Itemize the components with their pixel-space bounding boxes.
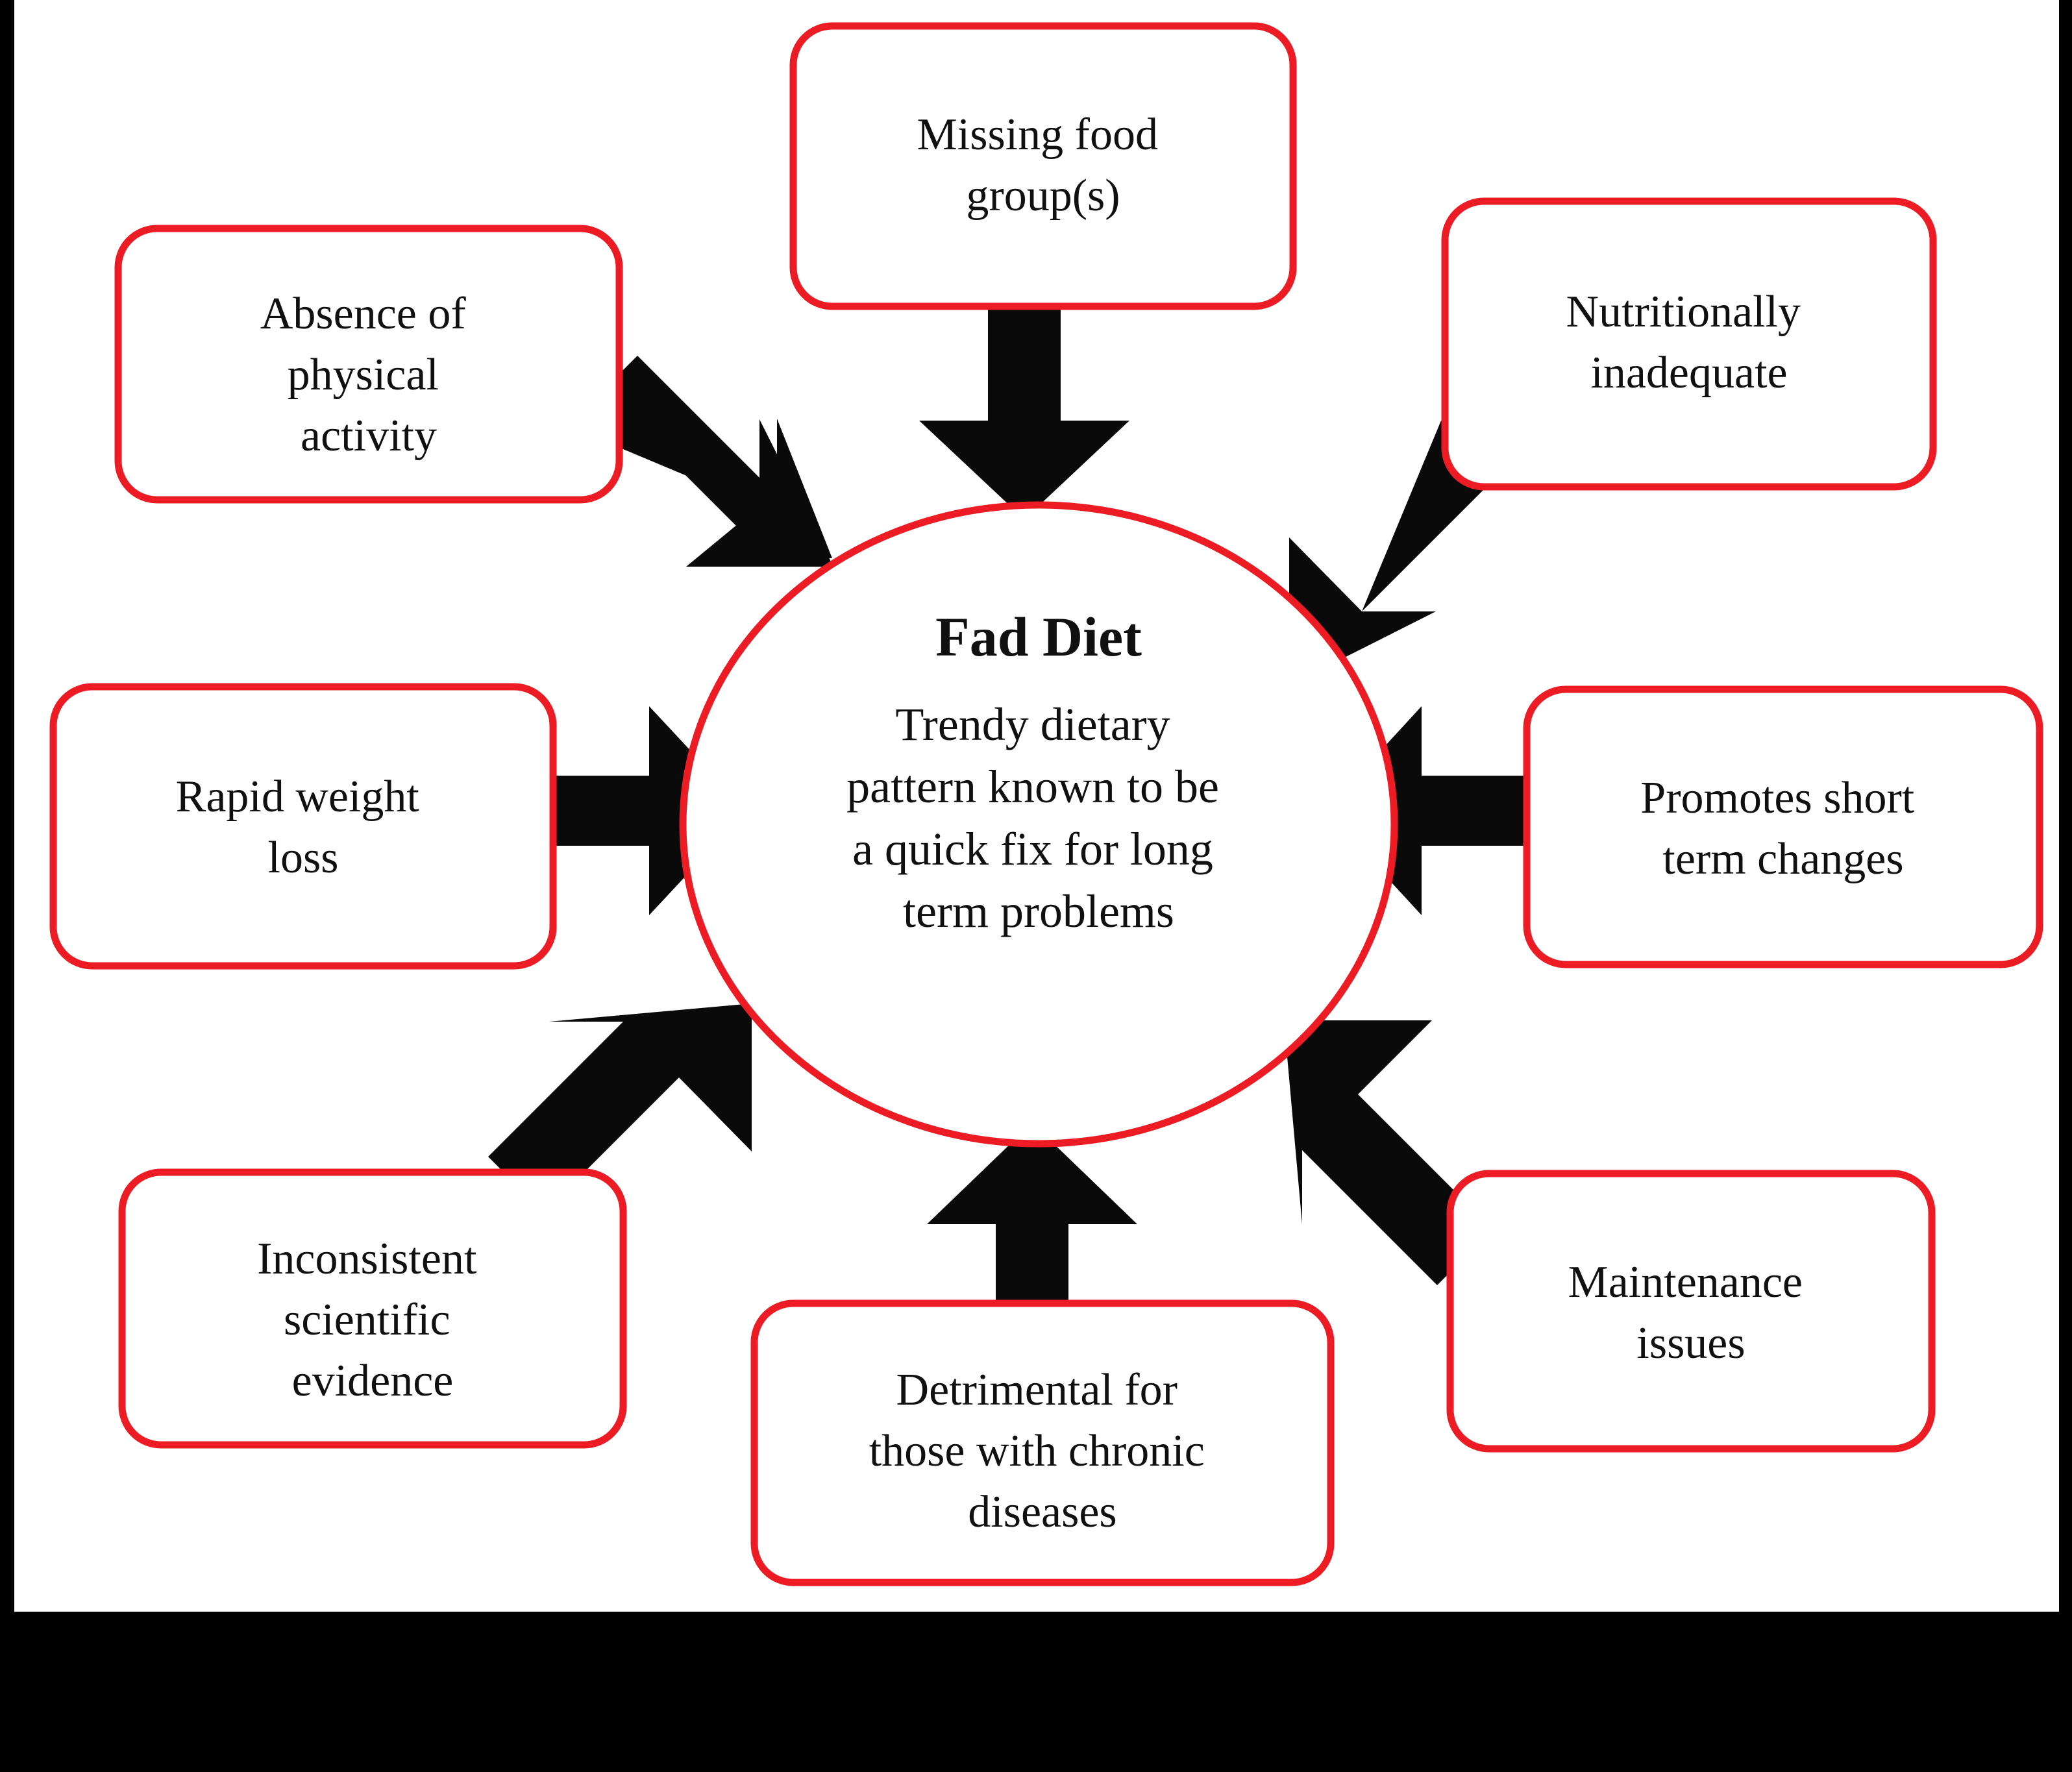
arrow-detrimental-chronic-diseases [927, 1123, 1137, 1305]
center-description-line: a quick fix for long [852, 823, 1213, 875]
node-label-line: inadequate [1590, 348, 1787, 398]
center-node-ellipse [679, 501, 1398, 1148]
node-detrimental-chronic-diseases[interactable]: Detrimental for those with chronic disea… [750, 1299, 1335, 1586]
node-box[interactable] [114, 225, 623, 504]
node-label: Inconsistent scientific evidence [257, 1234, 488, 1406]
node-label-line: Inconsistent [257, 1234, 477, 1284]
node-label: Promotes short term changes [1640, 773, 1925, 884]
node-box[interactable] [1523, 685, 2043, 968]
node-missing-food-groups[interactable]: Missing food group(s) [789, 22, 1297, 310]
node-label-line: Maintenance [1568, 1257, 1803, 1307]
node-label-line: Missing food [917, 110, 1158, 160]
node-label-line: those with chronic [869, 1426, 1205, 1476]
node-label-line: term changes [1662, 834, 1903, 884]
node-rapid-weight-loss[interactable]: Rapid weight loss [49, 683, 557, 970]
node-label-line: diseases [968, 1487, 1116, 1537]
node-promotes-short-term-changes[interactable]: Promotes short term changes [1523, 685, 2043, 968]
node-label: Maintenance issues [1568, 1257, 1814, 1368]
center-description-line: Trendy dietary [895, 698, 1170, 750]
node-label-line: Promotes short [1640, 773, 1915, 823]
node-box[interactable] [1446, 1170, 1936, 1453]
diagram-stage: Fad Diet Trendy dietary pattern known to… [14, 0, 2059, 1612]
node-label: Missing food group(s) [917, 110, 1170, 221]
arrow-maintenance-issues [1284, 1020, 1493, 1285]
node-inconsistent-scientific-evidence[interactable]: Inconsistent scientific evidence [118, 1168, 627, 1449]
node-box[interactable] [789, 22, 1297, 310]
node-label-line: Rapid weight [176, 772, 420, 822]
node-label-line: group(s) [966, 171, 1120, 221]
node-label: Rapid weight loss [176, 772, 431, 883]
node-label: Detrimental for those with chronic disea… [869, 1365, 1216, 1537]
arrow-nutritionally-inadequate [1289, 421, 1497, 685]
node-label-line: issues [1636, 1318, 1745, 1368]
node-label: Absence of physical activity [260, 289, 477, 461]
arrow-missing-food-groups [919, 305, 1129, 519]
fad-diet-diagram: Fad Diet Trendy dietary pattern known to… [49, 22, 2043, 1586]
node-label-line: Detrimental for [896, 1365, 1178, 1415]
node-absence-of-physical-activity[interactable]: Absence of physical activity [114, 225, 623, 504]
center-description: Trendy dietary pattern known to be a qui… [846, 698, 1231, 937]
node-label-line: scientific [284, 1295, 450, 1345]
arrow-inconsistent-scientific-evidence [488, 1003, 752, 1212]
node-box[interactable] [750, 1299, 1335, 1586]
node-label-line: activity [301, 411, 437, 461]
node-label-line: loss [268, 833, 339, 883]
node-label-line: physical [288, 350, 439, 400]
arrow-absence-of-physical-activity [567, 356, 833, 567]
node-label-line: Nutritionally [1566, 287, 1801, 337]
node-box[interactable] [1441, 197, 1937, 491]
node-box[interactable] [49, 683, 557, 970]
node-label-line: evidence [292, 1356, 454, 1406]
node-maintenance-issues[interactable]: Maintenance issues [1446, 1170, 1936, 1453]
center-heading: Fad Diet [935, 606, 1142, 668]
node-nutritionally-inadequate[interactable]: Nutritionally inadequate [1441, 197, 1937, 491]
center-description-line: pattern known to be [846, 761, 1219, 813]
node-label: Nutritionally inadequate [1566, 287, 1812, 398]
node-box[interactable] [118, 1168, 627, 1449]
center-description-line: term problems [903, 885, 1174, 937]
node-label-line: Absence of [260, 289, 467, 339]
